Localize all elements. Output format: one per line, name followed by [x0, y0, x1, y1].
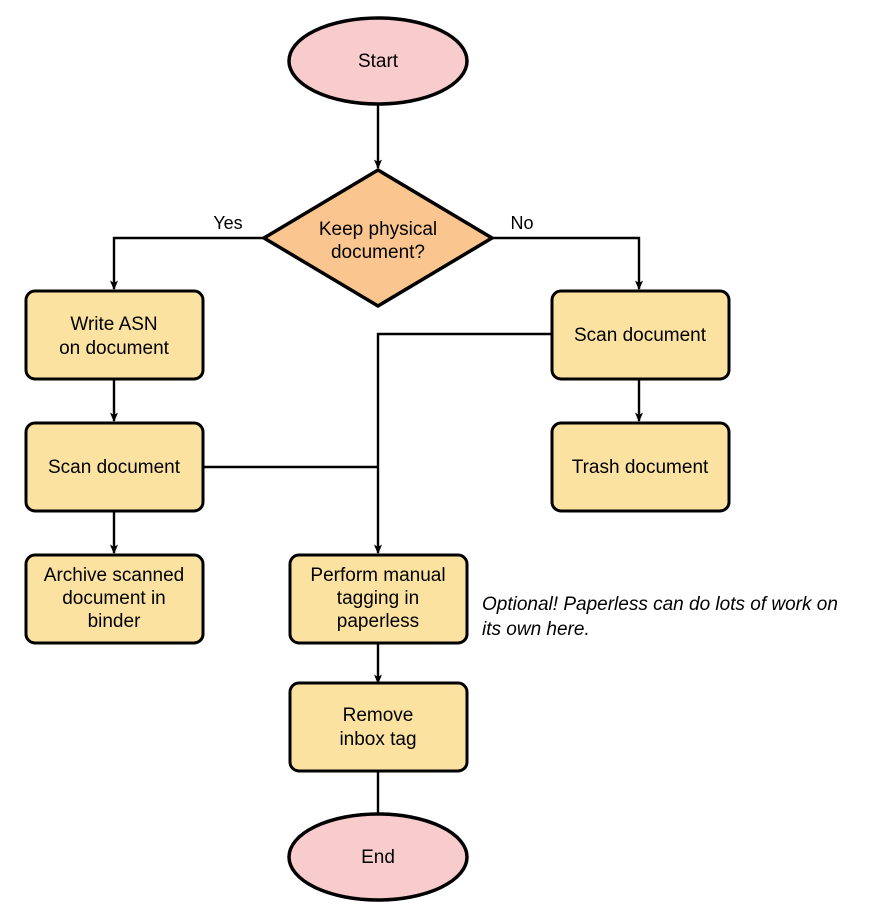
tagging-label-line3: paperless	[337, 611, 419, 632]
node-decision-keep-physical-document[interactable]: Keep physical document?	[260, 167, 496, 309]
remove-inbox-tag-label-line1: Remove	[343, 705, 414, 726]
trash-document-box	[550, 421, 731, 513]
node-write-asn[interactable]: Write ASN on document	[24, 289, 205, 381]
write-asn-box	[24, 289, 205, 381]
start-ellipse	[287, 16, 469, 106]
archive-label-line2: document in	[62, 588, 166, 609]
write-asn-label-line1: Write ASN	[70, 314, 157, 335]
decision-diamond	[260, 167, 496, 309]
decision-label-line2: document?	[331, 242, 425, 263]
node-trash-document[interactable]: Trash document	[550, 421, 731, 513]
tagging-box	[288, 553, 469, 645]
node-end[interactable]: End	[287, 812, 469, 902]
end-label: End	[361, 847, 395, 868]
tagging-label-line2: tagging in	[337, 588, 419, 609]
edge-label-yes: Yes	[213, 213, 242, 233]
archive-box	[24, 553, 205, 645]
node-scan-document-right[interactable]: Scan document	[550, 289, 731, 381]
trash-document-label: Trash document	[572, 457, 709, 478]
edge-decision-no-to-scan-right	[492, 236, 643, 291]
remove-inbox-tag-label-line2: inbox tag	[339, 729, 416, 750]
scan-document-right-box	[550, 289, 731, 381]
remove-inbox-tag-box	[288, 681, 469, 773]
node-remove-inbox-tag[interactable]: Remove inbox tag	[288, 681, 469, 773]
tagging-label-line1: Perform manual	[310, 565, 445, 586]
edge-scan-right-to-tagging	[374, 332, 552, 555]
decision-label-line1: Keep physical	[319, 219, 437, 240]
node-perform-manual-tagging[interactable]: Perform manual tagging in paperless	[288, 553, 469, 645]
write-asn-label-line2: on document	[59, 338, 170, 359]
scan-document-left-box	[24, 421, 205, 513]
node-archive-scanned-document[interactable]: Archive scanned document in binder	[24, 553, 205, 645]
scan-document-right-label: Scan document	[574, 325, 707, 346]
connector-layer	[110, 103, 643, 824]
end-ellipse	[287, 812, 469, 902]
edge-label-no: No	[510, 213, 533, 233]
annotation-line2: its own here.	[482, 619, 590, 640]
node-scan-document-left[interactable]: Scan document	[24, 421, 205, 513]
archive-label-line1: Archive scanned	[44, 565, 184, 586]
annotation-line1: Optional! Paperless can do lots of work …	[482, 594, 838, 615]
node-start[interactable]: Start	[287, 16, 469, 106]
start-label: Start	[358, 51, 399, 72]
annotation-optional-note: Optional! Paperless can do lots of work …	[482, 594, 838, 640]
archive-label-line3: binder	[88, 611, 141, 632]
scan-document-left-label: Scan document	[48, 457, 181, 478]
edge-decision-yes-to-write-asn	[110, 236, 264, 291]
